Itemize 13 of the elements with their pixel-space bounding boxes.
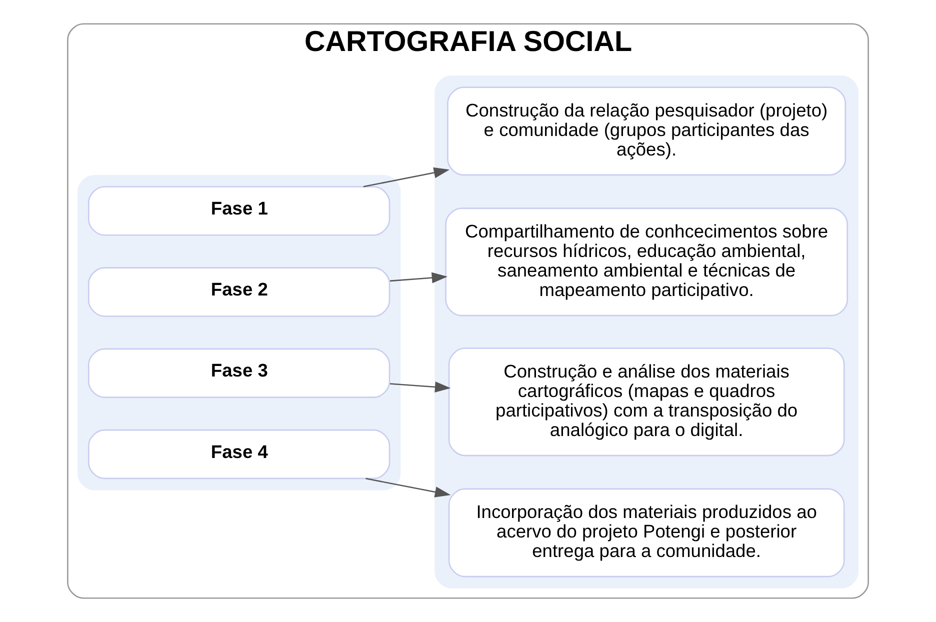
node-box: Fase 2 <box>88 267 390 317</box>
arrow <box>363 167 450 188</box>
node-box: Construção da relação pesquisador (projeto) e comunidade (grupos participantes das ações). <box>447 86 846 176</box>
node-box: Compartilhamento de conhcecimentos sobre recursos hídricos, educação ambiental, saneamento ambiental e técnicas de mapeamento participativo. <box>445 208 848 316</box>
node-box: Incorporação dos materiais produzidos ao acervo do projeto Potengi e posterior entrega para a comunidade. <box>448 488 845 578</box>
arrow <box>366 478 451 498</box>
arrow <box>390 272 448 284</box>
arrow <box>390 381 451 392</box>
node-box: Fase 1 <box>88 186 390 236</box>
node-box: Construção e análise dos materiais cartográficos (mapas e quadros participativos) com a transposição do analógico para o digital. <box>448 348 845 456</box>
cluster <box>78 174 401 490</box>
node-box: Fase 3 <box>88 348 390 398</box>
node-box: Fase 4 <box>88 429 390 480</box>
